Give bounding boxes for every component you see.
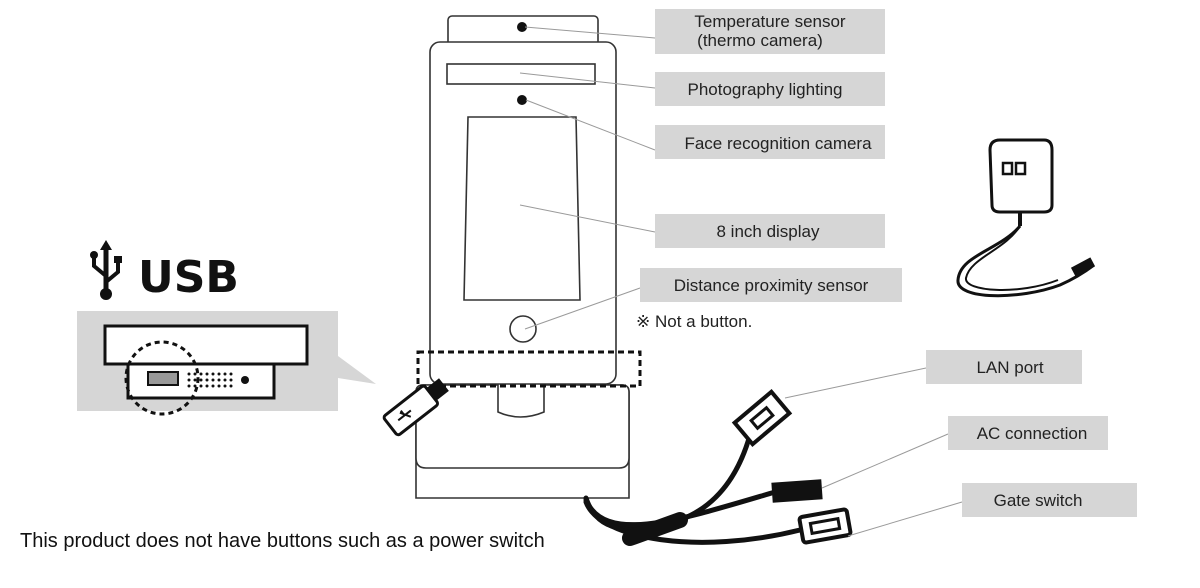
- ac-connector: [771, 479, 823, 503]
- label-distance-sensor: Distance proximity sensor: [640, 268, 902, 302]
- usb-callout: USB: [77, 240, 376, 416]
- ac-adapter-icon: [956, 138, 1096, 298]
- face-recognition-camera-text: Face recognition camera: [684, 134, 872, 153]
- thermo-camera-dot: [517, 22, 527, 32]
- indicator-dot: [241, 376, 249, 384]
- label-face-recognition-camera: Face recognition camera: [655, 125, 885, 159]
- usb-stick-icon: [382, 378, 449, 437]
- usb-port-slot: [147, 371, 179, 386]
- distance-sensor-text: Distance proximity sensor: [674, 276, 869, 295]
- display-screen: [463, 116, 581, 301]
- proximity-sensor: [509, 315, 537, 343]
- label-temperature-sensor: Temperature sensor (thermo camera): [655, 9, 885, 54]
- not-a-button-note: ※ Not a button.: [636, 312, 752, 331]
- vent-grille: [187, 372, 233, 388]
- photography-lighting-text: Photography lighting: [687, 80, 842, 99]
- usb-title: USB: [138, 252, 239, 303]
- face-camera-dot: [517, 95, 527, 105]
- lan-port-text: LAN port: [976, 358, 1043, 377]
- usb-port-circle-highlight: [124, 340, 200, 416]
- gate-switch-connector: [797, 507, 853, 545]
- usb-port-highlight: [416, 350, 642, 388]
- lan-connector: [731, 389, 793, 447]
- label-ac-connection: AC connection: [948, 416, 1108, 450]
- leader-lines: [519, 26, 963, 537]
- device-illustration: [415, 15, 642, 499]
- label-gate-switch: Gate switch: [962, 483, 1137, 517]
- lighting-strip: [446, 63, 596, 85]
- usb-icon: [90, 240, 122, 300]
- label-photography-lighting: Photography lighting: [655, 72, 885, 106]
- display-text: 8 inch display: [716, 222, 820, 241]
- footer-note: This product does not have buttons such …: [20, 530, 545, 552]
- ac-connection-text: AC connection: [977, 424, 1088, 443]
- usb-device-top: [103, 324, 309, 366]
- gate-switch-text: Gate switch: [994, 491, 1083, 510]
- label-lan-port: LAN port: [926, 350, 1082, 384]
- temperature-sensor-title: Temperature sensor: [694, 12, 846, 31]
- cable-bundle: [583, 432, 803, 546]
- temperature-sensor-subtitle: (thermo camera): [697, 31, 823, 50]
- label-display: 8 inch display: [655, 214, 885, 248]
